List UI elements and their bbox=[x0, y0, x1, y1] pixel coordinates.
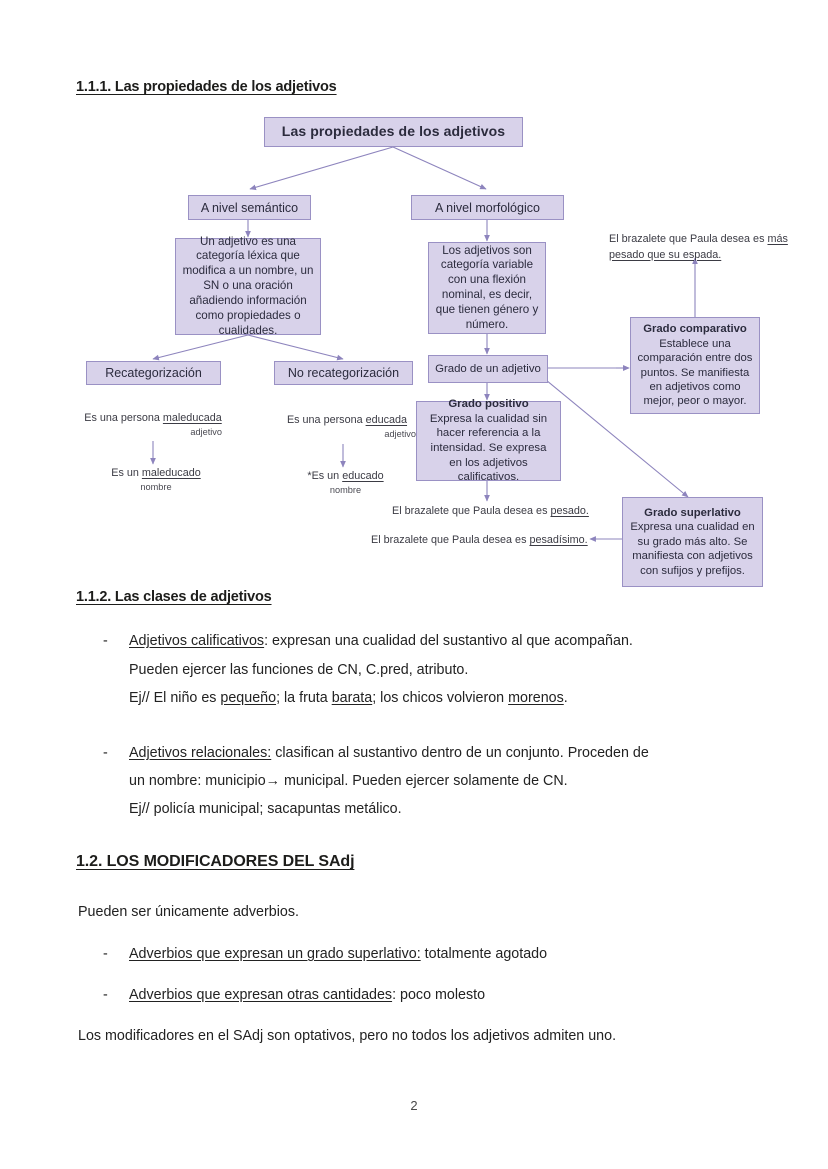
diagram-node-semantic-level: A nivel semántico bbox=[188, 195, 311, 220]
list-item-relacionales: Adjetivos relacionales: clasifican al su… bbox=[129, 739, 769, 768]
example-no-recategorizacion-bottom: *Es un educado nombre bbox=[278, 469, 413, 496]
example-prefix: Ej// El niño es bbox=[129, 690, 221, 706]
example-text-plain: Es un bbox=[111, 467, 142, 479]
page-number: 2 bbox=[410, 1098, 418, 1113]
node-body: Establece una comparación entre dos punt… bbox=[637, 337, 753, 408]
example-underlined-1: pequeño bbox=[220, 690, 277, 706]
list-item-calificativos-line2: Pueden ejercer las funciones de CN, C.pr… bbox=[129, 662, 469, 678]
example-text-plain: Es una persona bbox=[84, 412, 163, 424]
example-tag: adjetivo bbox=[384, 428, 416, 439]
diagram-node-grado-positivo: Grado positivo Expresa la cualidad sin h… bbox=[416, 398, 561, 484]
list-item-dash: - bbox=[103, 745, 108, 761]
example-suffix: . bbox=[563, 690, 568, 706]
example-grado-positivo: El brazalete que Paula desea es pesado. bbox=[392, 504, 589, 519]
example-text-underlined: pesado. bbox=[550, 505, 589, 517]
diagram-connectors bbox=[152, 146, 698, 542]
diagram-node-morphological-definition: Los adjetivos son categoría variable con… bbox=[428, 242, 546, 334]
example-mid-2: ; los chicos volvieron bbox=[372, 690, 509, 706]
example-text-underlined: educado bbox=[342, 470, 384, 482]
example-tag: adjetivo bbox=[190, 426, 222, 437]
list-item-adverbios-superlativo: Adverbios que expresan un grado superlat… bbox=[129, 940, 769, 969]
adjective-properties-diagram: Las propiedades de los adjetivos A nivel… bbox=[78, 117, 809, 587]
node-title: Grado positivo bbox=[448, 398, 529, 411]
heading-1-1-1: 1.1.1. Las propiedades de los adjetivos bbox=[76, 79, 337, 95]
example-text-underlined: educada bbox=[365, 414, 408, 426]
example-text-plain: Es una persona bbox=[286, 414, 366, 426]
list-item-term: Adverbios que expresan otras cantidades bbox=[129, 987, 393, 1003]
modifiers-closing: Los modificadores en el SAdj son optativ… bbox=[78, 1028, 617, 1044]
diagram-node-root: Las propiedades de los adjetivos bbox=[264, 117, 523, 147]
modifiers-intro: Pueden ser únicamente adverbios. bbox=[78, 904, 299, 920]
example-underlined-2: barata bbox=[331, 690, 373, 706]
diagram-node-semantic-definition: Un adjetivo es una categoría léxica que … bbox=[175, 235, 321, 337]
list-item-term: Adjetivos calificativos bbox=[129, 633, 265, 649]
example-arrows bbox=[150, 441, 346, 468]
list-item-dash: - bbox=[103, 946, 108, 962]
example-text-underlined: pesadísimo. bbox=[529, 534, 588, 546]
node-title: Grado superlativo bbox=[644, 506, 741, 519]
example-mid-1: ; la fruta bbox=[276, 690, 332, 706]
example-grado-superlativo: El brazalete que Paula desea es pesadísi… bbox=[371, 533, 588, 548]
list-item-rest: clasifican al sustantivo dentro de un co… bbox=[271, 745, 649, 761]
example-text-plain: El brazalete que Paula desea es bbox=[609, 233, 768, 245]
list-item-relacionales-line2: un nombre: municipio→ municipal. Pueden … bbox=[129, 773, 568, 789]
list-item-calificativos: Adjetivos calificativos: expresan una cu… bbox=[129, 627, 769, 656]
example-tag: nombre bbox=[329, 484, 362, 495]
example-tag: nombre bbox=[140, 481, 172, 492]
heading-1-2: 1.2. LOS MODIFICADORES DEL SAdj bbox=[76, 853, 355, 870]
example-no-recategorizacion-top: Es una persona educada adjetivo bbox=[272, 413, 422, 440]
diagram-node-grado-adjetivo: Grado de un adjetivo bbox=[428, 355, 548, 383]
example-underlined-3: morenos bbox=[508, 690, 564, 706]
node-body: Expresa la cualidad sin hacer referencia… bbox=[429, 412, 548, 484]
list-item-term: Adverbios que expresan un grado superlat… bbox=[129, 946, 421, 962]
diagram-node-no-recategorizacion: No recategorización bbox=[274, 361, 413, 385]
node-body: Expresa una cualidad en su grado más alt… bbox=[630, 521, 755, 577]
example-text-plain: *Es un bbox=[307, 470, 343, 482]
list-item-dash: - bbox=[103, 987, 108, 1003]
list-item-term: Adjetivos relacionales: bbox=[129, 745, 272, 761]
list-item-rest: totalmente agotado bbox=[420, 946, 548, 962]
list-item-relacionales-example: Ej// policía municipal; sacapuntas metál… bbox=[129, 801, 402, 817]
list-item-adverbios-cantidades: Adverbios que expresan otras cantidades:… bbox=[129, 981, 769, 1010]
list-item-dash: - bbox=[103, 633, 108, 649]
node-title: Grado comparativo bbox=[643, 323, 747, 336]
example-text-underlined: maleducada bbox=[162, 412, 222, 424]
list-item-rest: : poco molesto bbox=[392, 987, 486, 1003]
example-grado-comparativo: El brazalete que Paula desea es más pesa… bbox=[609, 232, 809, 263]
diagram-node-morphological-level: A nivel morfológico bbox=[411, 195, 564, 220]
diagram-node-grado-superlativo: Grado superlativo Expresa una cualidad e… bbox=[622, 497, 763, 587]
heading-1-1-2: 1.1.2. Las clases de adjetivos bbox=[76, 589, 272, 605]
example-recategorizacion-top: Es una persona maleducada adjetivo bbox=[78, 411, 228, 438]
example-text-plain: El brazalete que Paula desea es bbox=[392, 505, 551, 517]
example-text-underlined: más pesado que su espada. bbox=[609, 233, 788, 261]
example-text-plain: El brazalete que Paula desea es bbox=[371, 534, 530, 546]
list-item-calificativos-example: Ej// El niño es pequeño; la fruta barata… bbox=[129, 684, 769, 713]
list-item-rest: : expresan una cualidad del sustantivo a… bbox=[264, 633, 633, 649]
diagram-node-recategorizacion: Recategorización bbox=[86, 361, 221, 385]
example-recategorizacion-bottom: Es un maleducado nombre bbox=[86, 466, 226, 493]
example-text-underlined: maleducado bbox=[141, 467, 201, 479]
diagram-node-grado-comparativo: Grado comparativo Establece una comparac… bbox=[630, 317, 760, 414]
